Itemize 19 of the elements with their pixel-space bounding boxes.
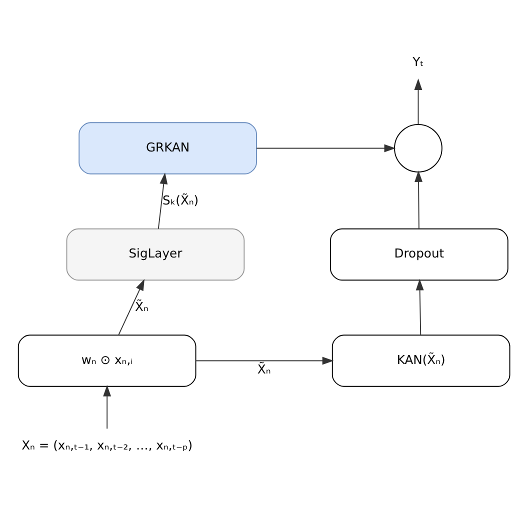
node-box: wₙ ⊙ xₙ,ᵢ [18,334,196,386]
node-text: Yₜ [412,54,424,69]
edge-label: X̃ₙ [257,362,271,376]
arrow [414,170,423,229]
arrow [158,172,168,229]
node-text: Xₙ = (xₙ,ₜ₋₁, xₙ,ₜ₋₂, …, xₙ,ₜ₋ₚ) [22,438,193,452]
edge-label: X̃ₙ [135,299,148,314]
node-box: SigLayer [66,228,245,280]
edge-label: Sₖ(X̃ₙ) [162,193,199,208]
node-box: GRKAN [78,122,257,174]
node-box: Dropout [330,228,508,280]
arrow [195,356,334,364]
arrow [256,144,396,152]
node-circle [394,124,442,172]
arrow [103,384,112,429]
arrow [416,278,424,336]
arrow [414,78,422,124]
node-box: KAN(X̃ₙ) [332,334,510,386]
arrow [118,278,144,336]
